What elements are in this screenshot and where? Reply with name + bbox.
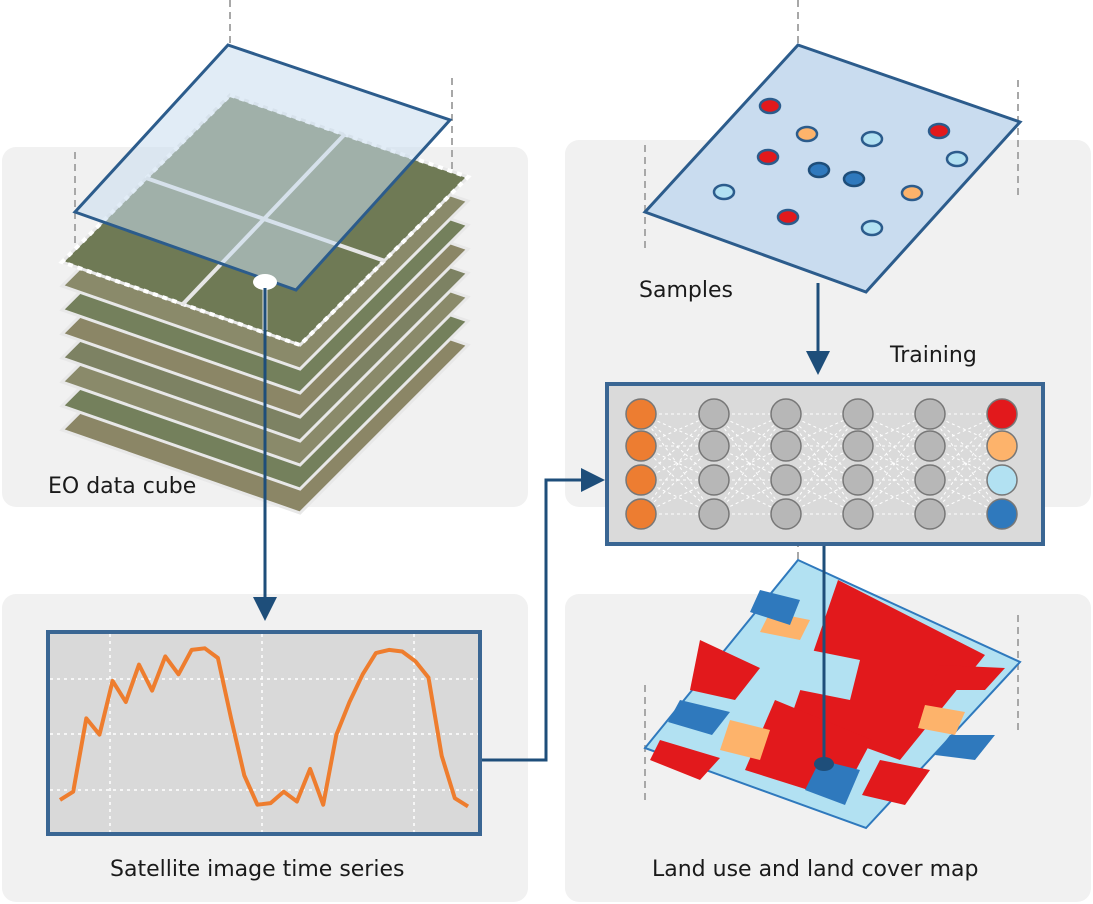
- input-node: [625, 498, 657, 530]
- sample-point: [807, 161, 831, 179]
- network-edge: [713, 445, 787, 515]
- hidden-node: [770, 498, 802, 530]
- land-cover-patches: [650, 580, 1005, 805]
- network-edge: [640, 413, 715, 515]
- network-edge: [713, 413, 787, 515]
- hidden-node: [914, 430, 946, 462]
- network-edge: [785, 445, 859, 515]
- hidden-node: [842, 430, 874, 462]
- output-node: [986, 498, 1018, 530]
- pixel-location-marker: [253, 274, 277, 290]
- hidden-node: [842, 464, 874, 496]
- sample-point: [795, 125, 819, 143]
- network-edge: [929, 413, 1003, 515]
- sample-point: [860, 130, 884, 148]
- sample-point: [756, 148, 780, 166]
- hidden-node: [698, 498, 730, 530]
- hidden-node: [914, 498, 946, 530]
- network-edge: [857, 413, 931, 515]
- hidden-node: [698, 430, 730, 462]
- network-edge: [929, 445, 1003, 515]
- map-label: Land use and land cover map: [652, 857, 979, 882]
- network-edge: [929, 413, 1003, 481]
- sample-point: [776, 208, 800, 226]
- hidden-node: [770, 398, 802, 430]
- network-edge: [640, 445, 715, 515]
- output-node: [986, 430, 1018, 462]
- hidden-node: [770, 430, 802, 462]
- samples-plane: [642, 43, 1023, 294]
- sample-points: [712, 97, 969, 237]
- sample-point: [927, 122, 951, 140]
- input-node: [625, 430, 657, 462]
- network-edge: [785, 413, 859, 515]
- network-edge: [713, 413, 787, 481]
- cube-top-plane: [72, 43, 453, 292]
- training-label: Training: [890, 343, 977, 368]
- hidden-node: [914, 398, 946, 430]
- hidden-node: [842, 498, 874, 530]
- hidden-node: [770, 464, 802, 496]
- flow-arrows: [253, 283, 830, 762]
- cube-label: EO data cube: [48, 474, 197, 499]
- time-series-line: [58, 646, 470, 809]
- time-series-label: Satellite image time series: [110, 857, 405, 882]
- hidden-node: [698, 398, 730, 430]
- chart-grid: [50, 634, 478, 832]
- sample-point: [945, 150, 969, 168]
- hidden-node: [698, 464, 730, 496]
- network-edge: [857, 413, 931, 481]
- hidden-node: [914, 464, 946, 496]
- input-node: [625, 398, 657, 430]
- output-node: [986, 464, 1018, 496]
- network-edge: [640, 413, 715, 481]
- network-edge: [785, 413, 859, 481]
- sample-point: [712, 183, 736, 201]
- network-edge: [857, 445, 931, 515]
- time-series-chart: [46, 630, 482, 836]
- hidden-node: [842, 398, 874, 430]
- samples-label: Samples: [639, 278, 733, 303]
- sample-point: [758, 97, 782, 115]
- sample-point: [900, 184, 924, 202]
- sample-point: [842, 170, 866, 188]
- output-node: [986, 398, 1018, 430]
- map-pixel-marker: [814, 757, 834, 771]
- sample-point: [860, 219, 884, 237]
- input-node: [625, 464, 657, 496]
- network-nodes: [625, 398, 1018, 530]
